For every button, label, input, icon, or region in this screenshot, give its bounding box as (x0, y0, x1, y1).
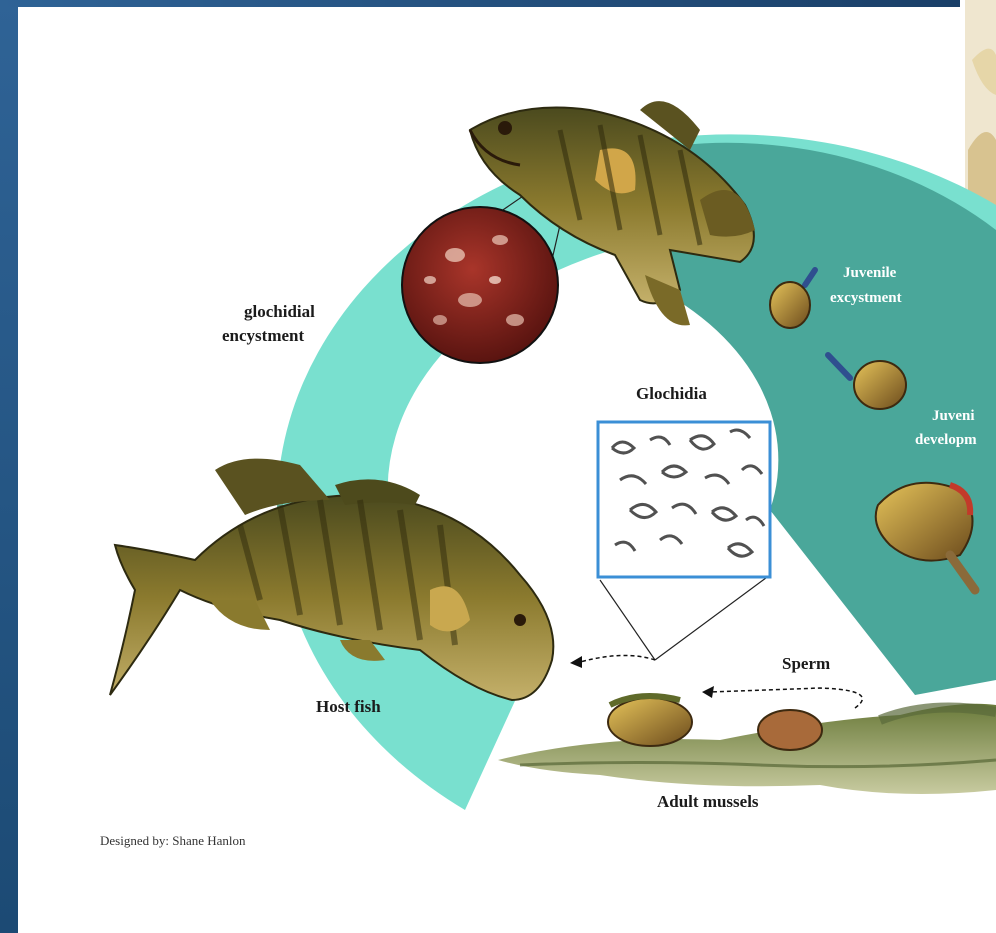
label-sperm: Sperm (782, 654, 830, 674)
top-frame-bar (0, 0, 960, 7)
glochidia-micrograph (598, 422, 770, 660)
adult-mussels-bed (498, 696, 996, 794)
label-glochidial: glochidial (244, 302, 315, 322)
label-juvenile-development-2: developm (915, 432, 977, 449)
glochidial-cyst-closeup (402, 207, 558, 363)
sperm-arrow (702, 686, 862, 708)
designer-credit: Designed by: Shane Hanlon (100, 833, 246, 849)
left-frame-bar (0, 0, 18, 933)
label-encystment: encystment (222, 326, 304, 346)
label-glochidia: Glochidia (636, 384, 707, 404)
label-juvenile-development-1: Juveni (932, 408, 975, 425)
label-excystment: excystment (830, 290, 902, 307)
label-adult-mussels: Adult mussels (657, 792, 759, 812)
glochidia-release-arrow (570, 655, 655, 668)
label-juvenile: Juvenile (843, 265, 896, 282)
label-host-fish: Host fish (316, 697, 381, 717)
